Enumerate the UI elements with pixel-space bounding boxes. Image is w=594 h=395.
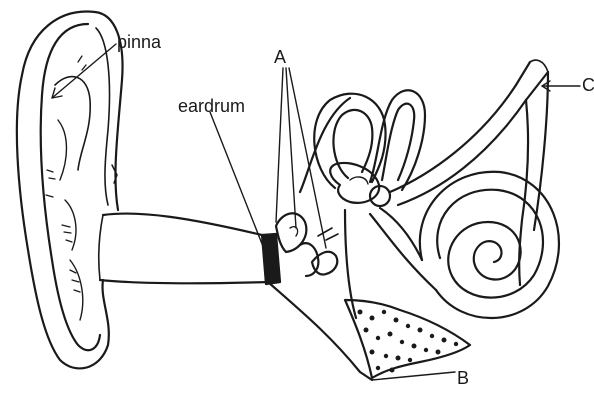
label-a: A bbox=[274, 48, 286, 66]
label-c: C bbox=[582, 76, 594, 94]
a-leader-line-1 bbox=[276, 68, 283, 222]
label-b: B bbox=[457, 369, 469, 387]
eardrum-shape bbox=[262, 234, 280, 284]
auditory-nerve-shape bbox=[390, 60, 548, 285]
b-leader-line bbox=[372, 372, 455, 380]
pinna-shape bbox=[17, 12, 123, 369]
ossicles-shape bbox=[276, 213, 338, 276]
bone-region-shape bbox=[345, 300, 470, 378]
a-leader-line-3 bbox=[289, 68, 326, 248]
leader-lines bbox=[52, 44, 580, 380]
semicircular-canals-shape bbox=[314, 90, 425, 206]
ear-canal-shape bbox=[99, 214, 268, 284]
pinna-leader-line bbox=[52, 44, 116, 98]
middle-ear-cavity-shape bbox=[268, 98, 372, 380]
label-pinna: pinna bbox=[117, 33, 161, 51]
eardrum-leader-line bbox=[210, 112, 266, 254]
label-eardrum: eardrum bbox=[178, 97, 245, 115]
cochlea-shape bbox=[370, 172, 559, 318]
